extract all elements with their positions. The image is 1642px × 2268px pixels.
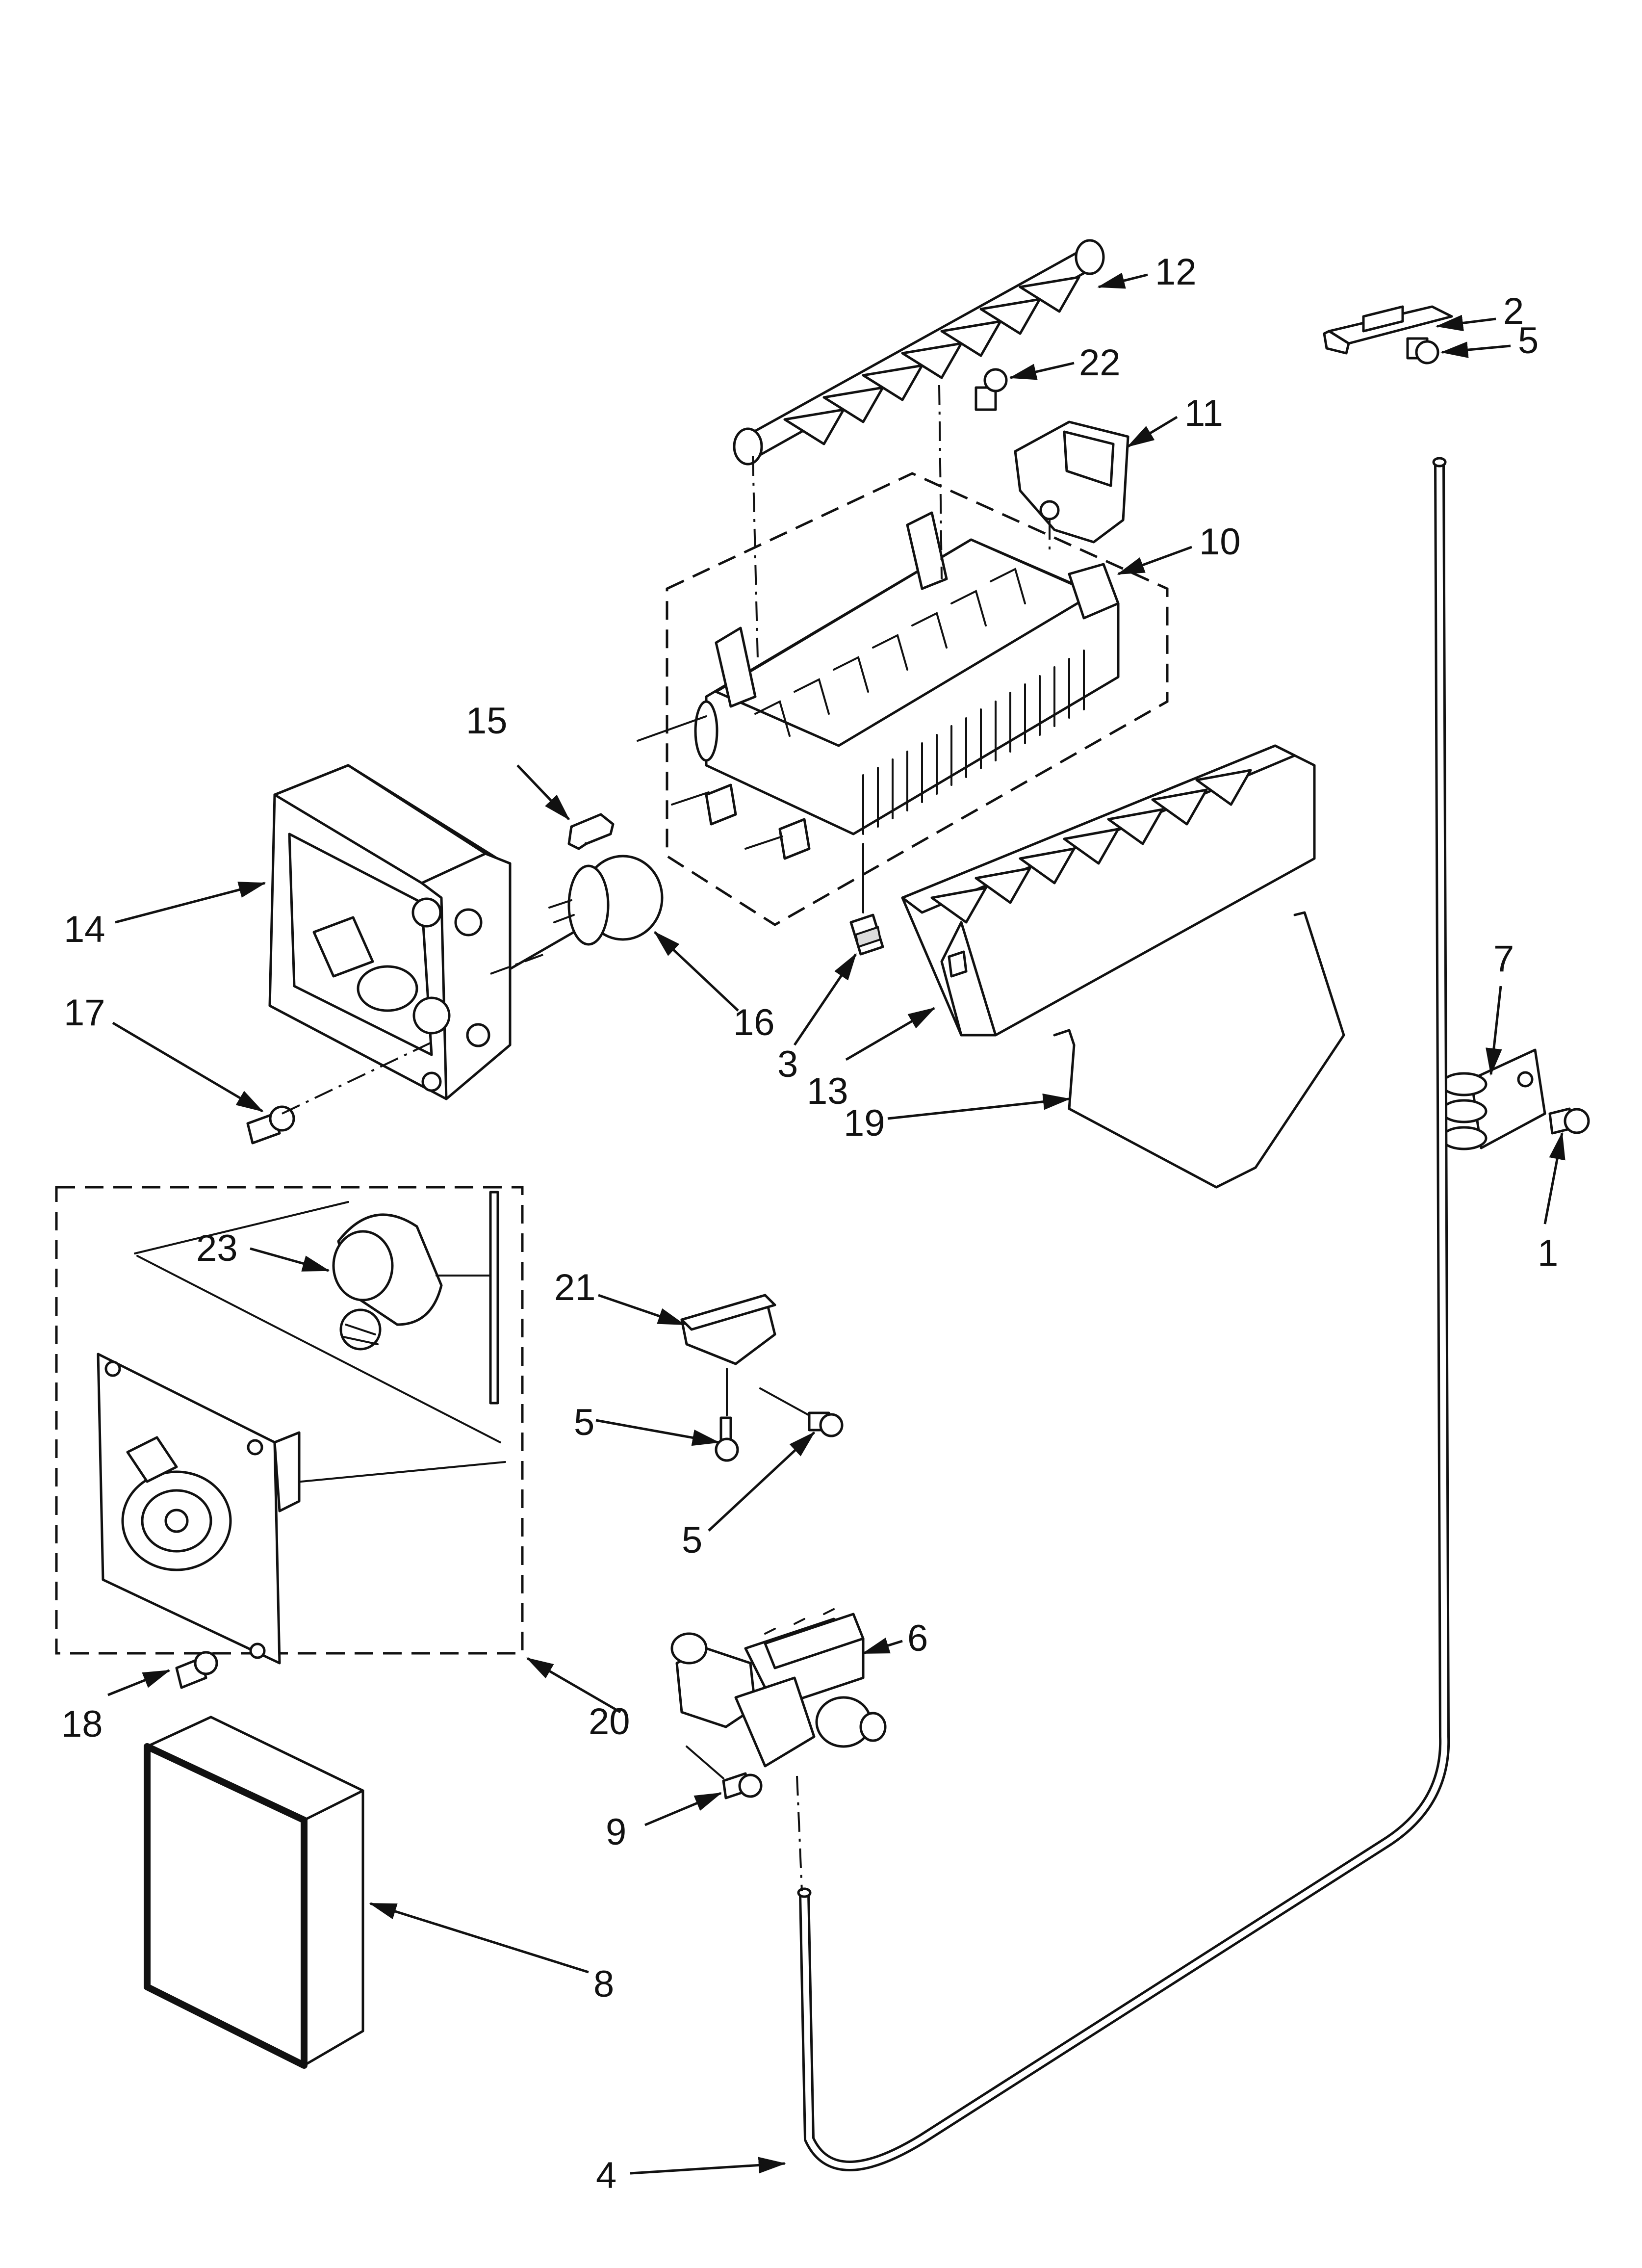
motor-assembly-frame — [55, 1186, 524, 1655]
leader-lines — [107, 272, 1565, 2175]
callout-15: 15 — [466, 700, 508, 742]
part-7-clamp — [1440, 1048, 1546, 1150]
screw-1 — [1548, 1107, 1590, 1135]
callout-12: 12 — [1155, 251, 1197, 293]
screw-9 — [686, 1746, 763, 1799]
callout-2: 2 — [1503, 290, 1524, 332]
part-10-mold — [637, 511, 1120, 860]
callout-14: 14 — [64, 909, 105, 950]
callout-10: 10 — [1199, 521, 1241, 563]
callout-9: 9 — [606, 1811, 626, 1853]
callout-4: 4 — [596, 2155, 616, 2196]
screw-18 — [175, 1651, 218, 1689]
callout-labels: 12 2 5 22 11 10 15 14 16 17 3 13 19 7 1 … — [61, 251, 1558, 2196]
callout-19: 19 — [844, 1102, 885, 1144]
mold-assembly-frame — [666, 472, 1169, 926]
callout-22: 22 — [1079, 342, 1121, 384]
part-19-wire — [1053, 911, 1345, 1189]
callout-1: 1 — [1538, 1232, 1558, 1274]
callout-5-top: 5 — [1518, 320, 1539, 362]
callout-13: 13 — [807, 1070, 848, 1112]
part-3-clip — [849, 843, 884, 956]
callout-5-a: 5 — [574, 1402, 594, 1443]
screw-17 — [246, 1105, 295, 1145]
part-8-cover — [144, 1716, 364, 2069]
callout-6: 6 — [907, 1617, 928, 1659]
part-23-motor — [332, 1191, 499, 1405]
callout-21: 20 — [589, 1701, 630, 1743]
callout-5-b: 5 — [682, 1519, 702, 1561]
part-21-drive — [97, 1353, 301, 1665]
part-16-thermostat — [509, 855, 664, 970]
part-6-valve — [670, 1608, 887, 1768]
part-2-bracket — [1323, 305, 1453, 355]
callout-7: 7 — [1493, 938, 1514, 980]
callout-18: 18 — [61, 1703, 103, 1745]
part-20-bracket — [680, 1294, 776, 1365]
callout-8: 8 — [593, 1963, 614, 2005]
screw-5-b — [759, 1387, 844, 1437]
screw-5-a — [715, 1368, 739, 1462]
callout-3: 3 — [777, 1043, 798, 1085]
part-13-tray — [901, 744, 1316, 1037]
part-14-housing — [268, 764, 512, 1100]
screw-22 — [975, 368, 1008, 411]
screw-5-top — [1406, 337, 1439, 365]
part-12-ejector — [733, 239, 1105, 466]
part-15-clip — [567, 813, 615, 850]
part-11-cover — [1014, 420, 1129, 544]
callout-16: 16 — [733, 1002, 775, 1043]
callout-20: 21 — [554, 1267, 596, 1308]
callout-23: 23 — [196, 1227, 238, 1269]
callout-17: 17 — [64, 992, 105, 1034]
callout-11: 11 — [1184, 392, 1223, 434]
